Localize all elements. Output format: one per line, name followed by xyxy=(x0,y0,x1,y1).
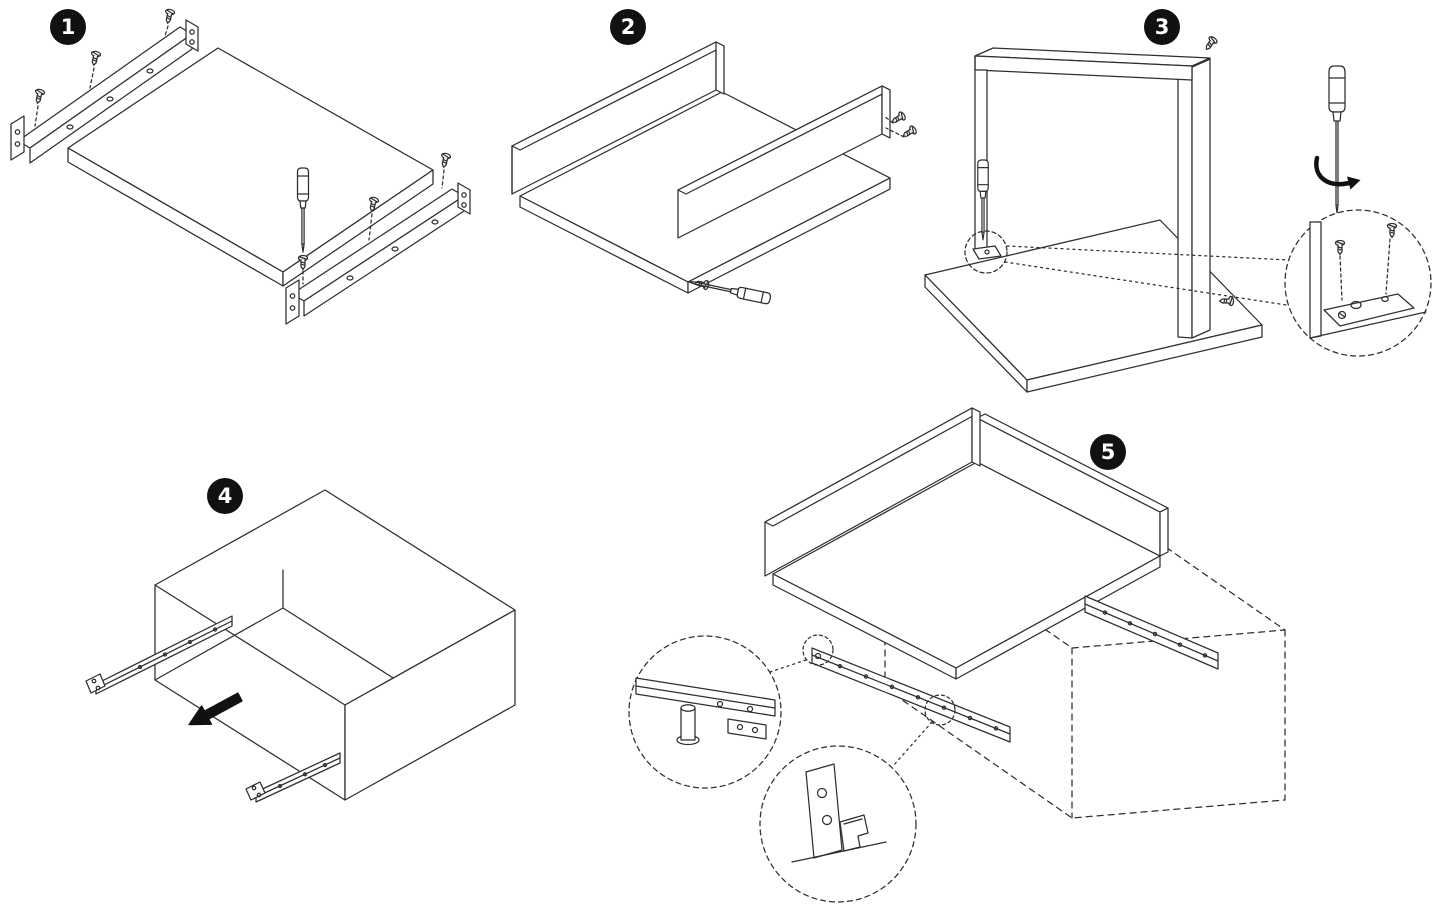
step2-illustration xyxy=(511,41,919,306)
screw-icon xyxy=(900,124,919,141)
screw-icon xyxy=(32,87,46,105)
step-number-4: 4 xyxy=(207,478,243,514)
drawer-slide-rail-lower xyxy=(811,647,1011,743)
cabinet-box xyxy=(154,489,516,801)
step-number-1: 1 xyxy=(50,9,86,45)
callout-circle xyxy=(802,634,834,666)
step-number-2: 2 xyxy=(610,9,646,45)
drawer-slide-rail-upper xyxy=(1084,595,1219,670)
screw-icon xyxy=(162,7,176,25)
bracket-hook-detail-circle xyxy=(759,745,917,903)
screw-icon xyxy=(88,49,102,67)
slide-rail-left xyxy=(10,19,199,164)
bracket-detail-circle xyxy=(1284,209,1432,357)
pull-direction-arrow xyxy=(188,692,243,726)
screw-icon xyxy=(438,151,452,169)
drawer-assembly xyxy=(764,407,1169,680)
step-number-5: 5 xyxy=(1090,434,1126,470)
rotation-arrow-icon xyxy=(1314,155,1361,190)
callout-circle xyxy=(924,694,956,726)
slide-rail-right xyxy=(285,182,471,325)
mounting-bracket xyxy=(1323,293,1415,327)
runner-rail-upper xyxy=(85,615,233,695)
screw-icon xyxy=(1202,34,1219,53)
step1-illustration xyxy=(10,7,471,325)
step3-illustration xyxy=(924,34,1432,393)
step4-illustration xyxy=(85,489,516,803)
runner-rail-lower xyxy=(245,752,341,803)
step5-illustration xyxy=(628,407,1286,903)
screw-icon xyxy=(889,110,908,127)
slide-pin-detail-circle xyxy=(628,635,782,789)
step-number-3: 3 xyxy=(1144,9,1180,45)
screwdriver-icon xyxy=(1328,65,1346,214)
drawer-back-panel xyxy=(677,85,891,239)
callout-circle xyxy=(964,230,1008,274)
drawer-bottom-panel xyxy=(67,47,434,287)
mounting-plate xyxy=(805,763,843,859)
drawer-box xyxy=(511,41,891,294)
